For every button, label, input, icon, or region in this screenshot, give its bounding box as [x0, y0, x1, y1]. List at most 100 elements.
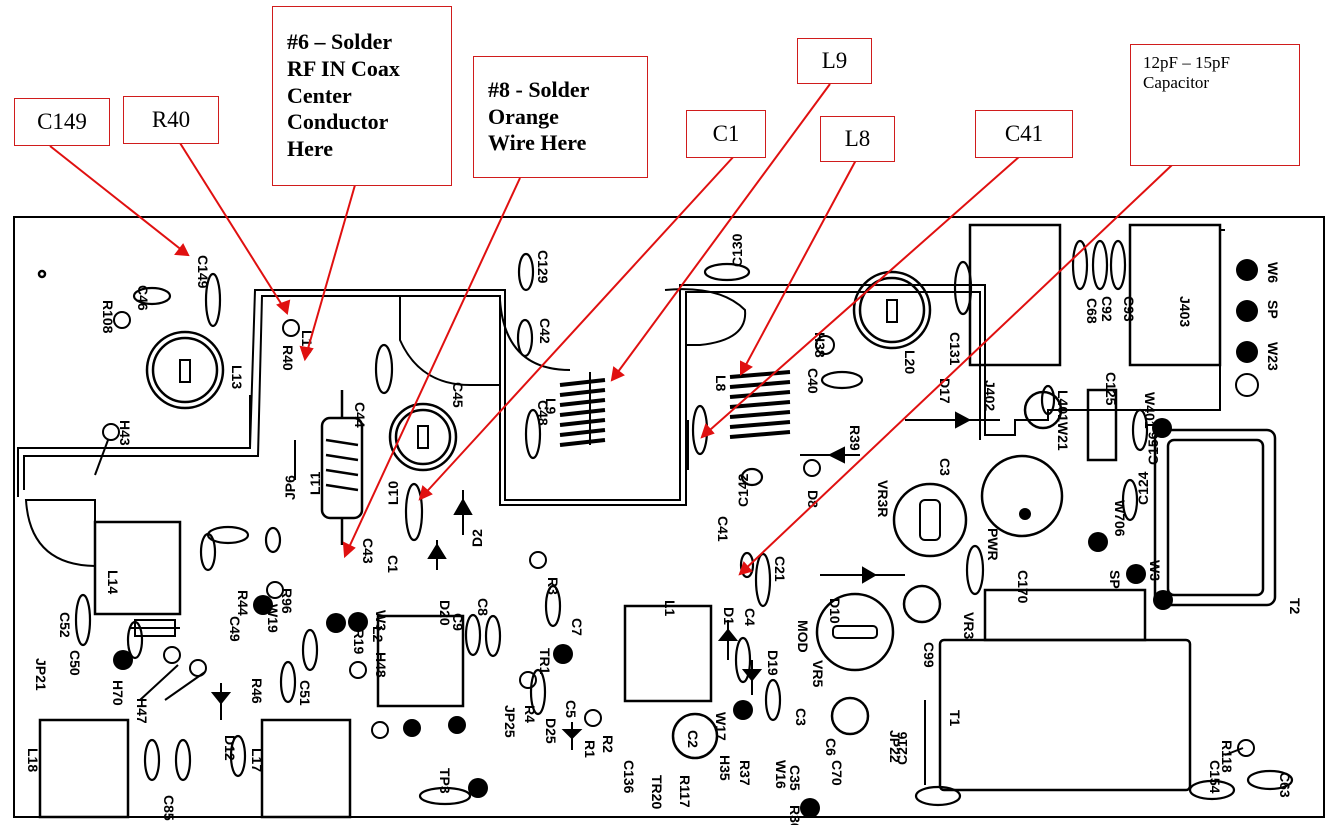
board-label: C46	[135, 285, 151, 311]
diodes	[210, 411, 1000, 750]
board-label: L17	[249, 748, 265, 772]
board-label: T1	[947, 710, 963, 727]
board-label: C125	[1103, 372, 1119, 406]
board-label: D8	[805, 490, 821, 508]
board-label: C40	[805, 368, 821, 394]
board-label: PWR	[985, 528, 1001, 561]
resistor-L11	[320, 390, 364, 545]
board-label: C8	[475, 598, 491, 616]
board-label: W706	[1112, 500, 1128, 537]
board-label: L9	[543, 398, 559, 415]
board-label: SP	[1265, 300, 1281, 319]
arrow-orange	[344, 177, 521, 557]
callout-l9: L9	[797, 38, 872, 84]
board-label: J402	[982, 380, 998, 411]
board-label: H70	[110, 680, 126, 706]
board-label: TR19	[351, 620, 367, 654]
board-label: R46	[249, 678, 265, 704]
board-label: R108	[100, 300, 116, 334]
board-label: C63	[1277, 772, 1293, 798]
board-label: C21	[772, 556, 788, 582]
board-label: MOD	[795, 620, 811, 653]
board-label: R4	[522, 705, 538, 723]
board-label: L14	[105, 570, 121, 594]
board-label: VR3R	[875, 480, 891, 517]
board-label: R117	[677, 775, 693, 808]
board-label: SP	[1107, 570, 1123, 589]
arrow-l8	[740, 159, 857, 375]
board-label: H43	[117, 420, 133, 446]
board-label: C92	[1099, 296, 1115, 322]
callout-capacitor-line1: 12pF – 15pF	[1143, 53, 1230, 72]
board-label: W6	[1265, 262, 1281, 283]
shield-trace	[17, 229, 1225, 568]
arrow-l9	[611, 83, 831, 381]
board-label: C99	[921, 642, 937, 668]
board-label: C131	[947, 332, 963, 366]
callout-c41: C41	[975, 110, 1073, 158]
board-label: D20	[437, 600, 453, 626]
board-label: W23	[1265, 342, 1281, 371]
trimmer-cores	[145, 270, 1064, 760]
arrow-r40	[179, 142, 288, 314]
board-label: L11	[307, 471, 323, 495]
board-label: R3	[545, 577, 561, 595]
board-label: H48	[373, 652, 389, 678]
capacitors	[74, 239, 1294, 807]
board-label: C130	[729, 233, 745, 267]
board-label: C68	[1084, 298, 1100, 324]
board-label: C1	[385, 555, 401, 573]
board-label: TR1	[537, 648, 553, 675]
callout-c149: C149	[14, 98, 110, 146]
board-label: D10	[827, 598, 843, 624]
board-label: C45	[450, 382, 466, 408]
board-label: C3	[937, 458, 953, 476]
board-label: C6	[823, 738, 839, 756]
coil-L9	[559, 378, 606, 447]
board-label: J403	[1177, 296, 1193, 327]
board-label: L10	[385, 481, 401, 505]
board-label: L13	[229, 365, 245, 389]
board-label: R37	[737, 760, 753, 786]
board-label: R1	[582, 740, 598, 758]
board-label: D2	[469, 529, 485, 547]
board-label: C124	[1135, 471, 1151, 505]
callout-c149-text: C149	[37, 109, 87, 134]
callout-capacitor-line2: Capacitor	[1143, 73, 1210, 93]
callout-r40-text: R40	[151, 107, 191, 132]
board-label: C93	[1121, 296, 1137, 322]
board-label: VR5	[810, 660, 826, 687]
board-label: TP3	[437, 768, 453, 794]
callout-rf-in-line1: #6 – Solder	[287, 28, 393, 54]
board-label: JP6	[282, 475, 298, 500]
board-label: C142	[735, 473, 751, 507]
board-label: C42	[537, 318, 553, 344]
board-label: C4	[742, 608, 758, 626]
arrow-c149	[49, 145, 189, 256]
board-label: C129	[535, 250, 551, 284]
board-label: R40	[280, 345, 296, 371]
board-label: D19	[765, 650, 781, 676]
callout-orange-wire: #8 - Solder Orange Wire Here	[473, 56, 648, 178]
callout-orange-line2: Orange	[488, 103, 559, 129]
board-label: H38	[812, 332, 828, 358]
board-label: W16	[773, 760, 789, 789]
board-label: C149	[195, 255, 211, 289]
board-label: T2	[1287, 598, 1303, 615]
board-label: C43	[360, 538, 376, 564]
callout-capacitor: 12pF – 15pF Capacitor	[1130, 44, 1300, 166]
solid-pads	[113, 259, 1259, 818]
board-label: C85	[161, 795, 177, 821]
board-label: C136	[621, 760, 637, 794]
board-label: JP22	[887, 730, 903, 763]
board-label: C154	[1207, 760, 1223, 794]
board-label: C170	[1015, 570, 1031, 604]
board-label: VR3	[961, 612, 977, 639]
board-label: D12	[222, 735, 238, 761]
callout-l8: L8	[820, 116, 895, 162]
callout-c1-text: C1	[712, 121, 740, 146]
board-label: C51	[297, 680, 313, 706]
callout-rf-in-line3: Center	[287, 82, 352, 108]
board-reference-labels: C46 C149 R108 L13 H43 R40 L12 C44 C45 C1…	[25, 233, 1303, 825]
